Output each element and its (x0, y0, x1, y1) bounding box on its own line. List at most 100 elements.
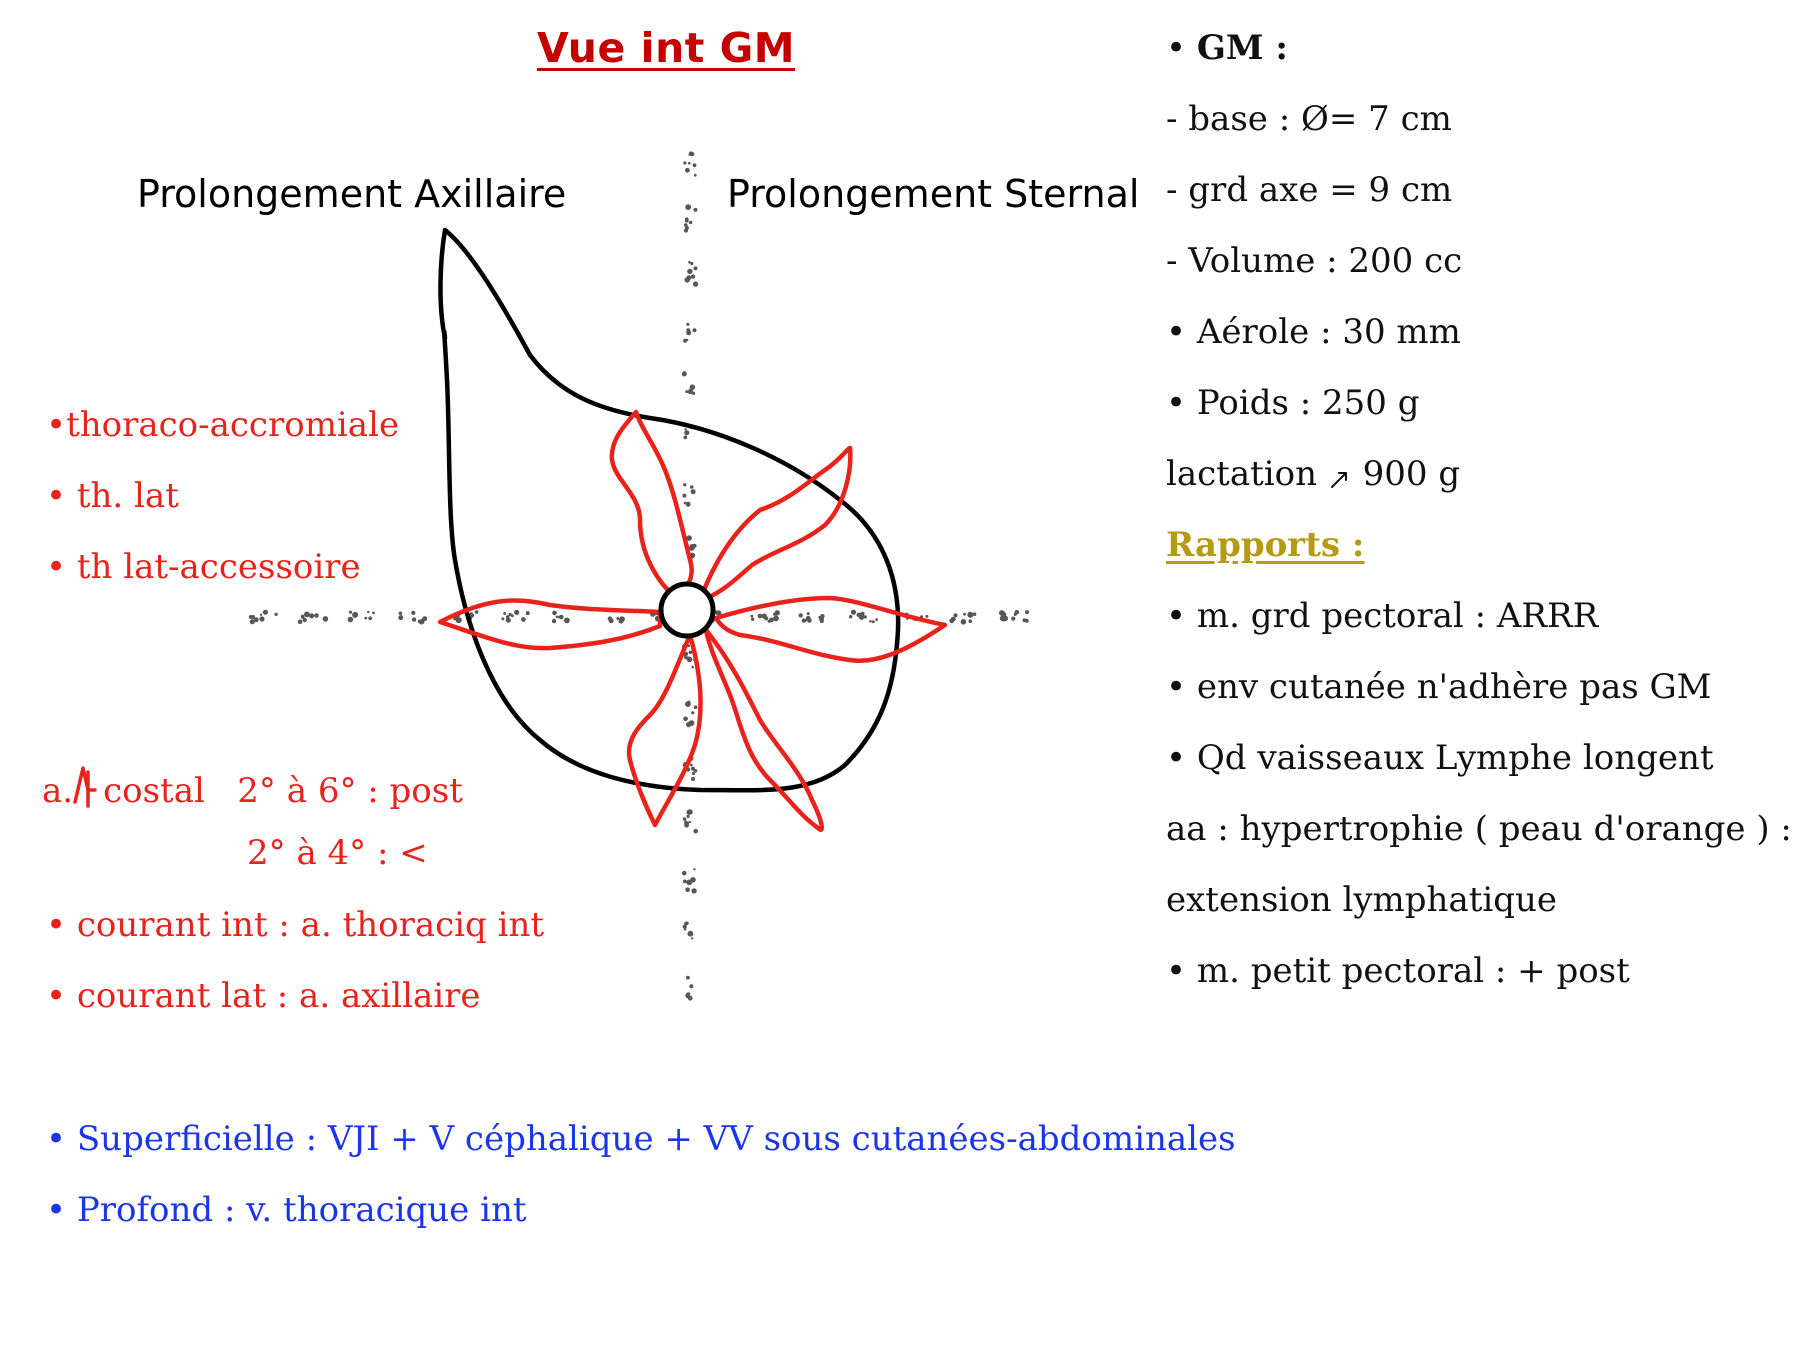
axis-dot (564, 617, 570, 624)
gm-volume: - Volume : 200 cc (1166, 241, 1463, 281)
axis-dot (525, 611, 530, 616)
petal-lower-right (703, 627, 825, 832)
axis-dot (501, 617, 505, 621)
axis-dot (761, 613, 767, 619)
axis-dot (685, 993, 689, 997)
axis-dot (521, 617, 526, 622)
gm-lactation: lactation 900 g (1166, 454, 1460, 494)
axis-dot (691, 771, 696, 776)
axis-dot (693, 705, 698, 709)
axis-dot (925, 614, 929, 618)
axis-dot (686, 975, 690, 980)
intercostal-label: costal (103, 771, 205, 811)
axis-dot (1025, 610, 1029, 615)
axis-dot (682, 879, 687, 884)
nipple-circle (658, 581, 716, 639)
axis-dot (690, 274, 696, 279)
increase-arrow-icon (1330, 472, 1347, 488)
intercostal-symbol-icon (73, 766, 97, 808)
axis-dot (503, 612, 507, 615)
axis-dot (322, 616, 329, 622)
rapport-label: m. grd pectoral : ARRR (1196, 596, 1599, 636)
artery-item-3: • th lat-accessoire (46, 547, 361, 587)
axis-dot (967, 611, 974, 618)
axis-dot (687, 930, 694, 937)
rapport-label: Qd vaisseaux Lymphe longent (1196, 738, 1714, 778)
axis-dot (681, 870, 687, 876)
axis-dot (682, 924, 687, 929)
bullet: • (1166, 951, 1187, 991)
axis-dot (683, 161, 687, 165)
axis-dot (691, 888, 697, 894)
axis-dot (953, 613, 958, 618)
bullet: • (46, 1190, 67, 1230)
axis-dot (684, 822, 689, 828)
axis-dot (372, 611, 375, 615)
axis-dot (686, 322, 690, 326)
axis-dot (767, 619, 771, 623)
vein-item-2: • Profond : v. thoracique int (46, 1190, 527, 1230)
artery-item-1: •thoraco-accromiale (46, 405, 399, 445)
axis-dot (686, 814, 690, 819)
label-prolongement-axillaire: Prolongement Axillaire (137, 172, 567, 216)
axis-dot (683, 927, 687, 931)
axis-dot (367, 610, 370, 614)
axis-dot (683, 653, 687, 658)
axis-dot (411, 610, 416, 616)
axis-dot (304, 611, 310, 618)
lactation-label: lactation (1166, 454, 1318, 494)
current-label: courant lat : a. axillaire (76, 976, 481, 1016)
axis-dot (686, 328, 691, 333)
axis-dot (683, 716, 688, 722)
bullet: • (46, 976, 67, 1016)
axis-dot (552, 610, 557, 616)
bullet: • (1166, 738, 1187, 778)
axis-dot (863, 615, 867, 619)
gm-base: - base : Ø= 7 cm (1166, 99, 1452, 139)
lactation-value: 900 g (1362, 454, 1461, 494)
bullet: • (1166, 383, 1187, 423)
artery-label: th lat-accessoire (76, 547, 361, 587)
axis-dot (684, 277, 690, 283)
axis-dot (685, 701, 691, 707)
axis-dot (972, 612, 977, 616)
axis-dot (684, 428, 687, 431)
axis-dot (849, 615, 853, 619)
axis-dot (693, 868, 696, 871)
current-item-1: • courant int : a. thoraciq int (46, 905, 544, 945)
vein-label: Superficielle : VJI + V céphalique + VV … (76, 1119, 1236, 1159)
axis-dot (692, 328, 697, 333)
petal-upper-left (609, 409, 694, 601)
axis-dot (798, 613, 803, 618)
axis-dot (682, 493, 687, 498)
gm-grd-axe: - grd axe = 9 cm (1166, 170, 1453, 210)
vein-item-1: • Superficielle : VJI + V céphalique + V… (46, 1119, 1236, 1159)
axis-dot (508, 612, 512, 617)
intercostal-range-1: 2° à 6° : post (237, 771, 463, 811)
axis-dot (297, 619, 303, 625)
page-title: Vue int GM (537, 24, 796, 72)
axis-dot (314, 613, 319, 618)
lactiferous-petals (437, 409, 948, 832)
rapport-item-3-cont-1: aa : hypertrophie ( peau d'orange ) : (1166, 809, 1792, 849)
axis-dot (309, 613, 315, 619)
axis-dot (686, 535, 692, 541)
axis-dot (689, 151, 695, 157)
axis-dot (750, 614, 754, 618)
axis-dot (254, 617, 257, 621)
axis-dot (688, 261, 691, 264)
rapport-item-3: • Qd vaisseaux Lymphe longent (1166, 738, 1714, 778)
axis-dot (681, 371, 687, 377)
intercostal-prefix: a. (42, 771, 74, 811)
axis-dot (686, 656, 693, 663)
axis-dot (999, 610, 1005, 616)
axis-dot (505, 615, 510, 619)
axis-dot (398, 615, 404, 621)
rapport-label: env cutanée n'adhère pas GM (1196, 667, 1712, 707)
axis-dot (368, 616, 373, 621)
axis-dot (352, 611, 359, 618)
axis-dot (364, 616, 368, 620)
axis-dot (806, 612, 810, 616)
axis-dot (616, 617, 620, 620)
